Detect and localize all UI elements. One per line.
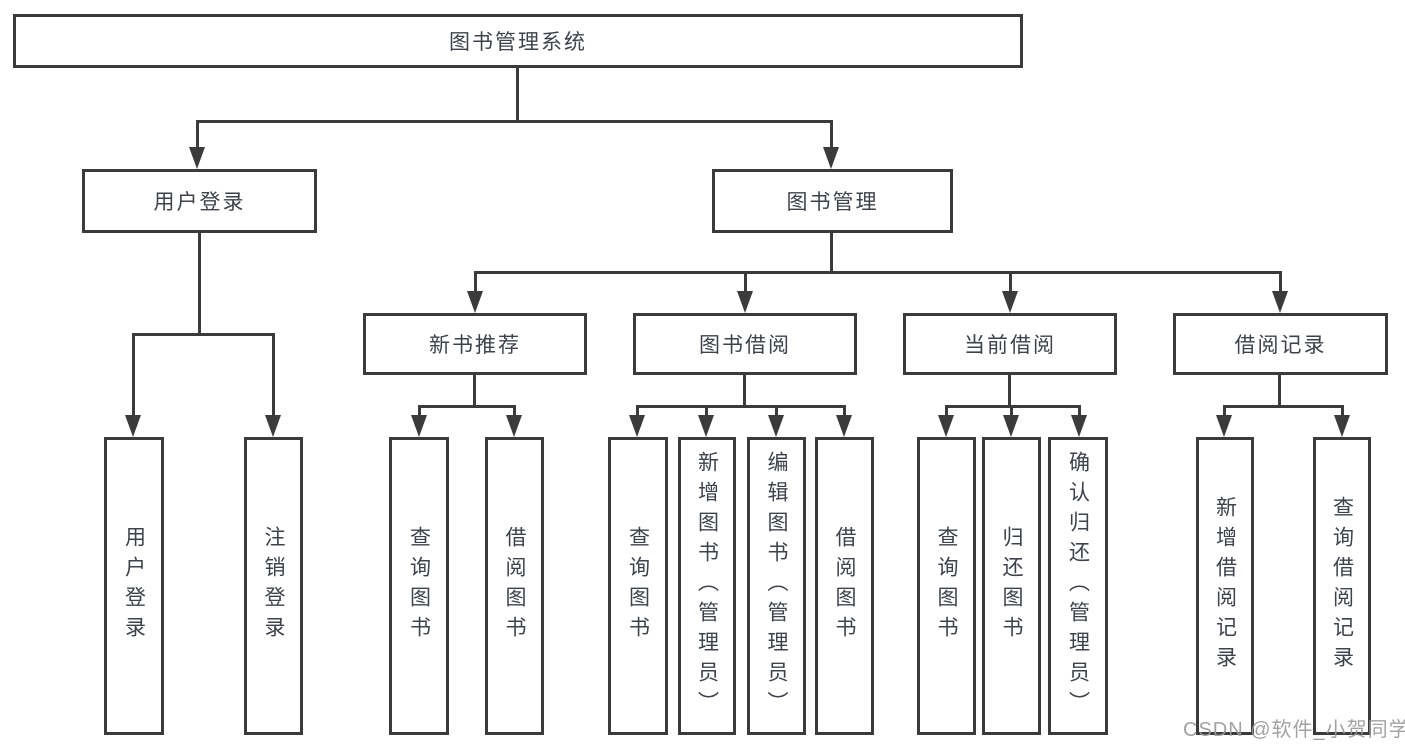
- connector-horizontal-line: [636, 405, 846, 408]
- leaf-borrow-books-2: 借阅图书: [815, 437, 874, 735]
- node-book-management: 图书管理: [712, 169, 953, 233]
- arrow-down-icon: [1272, 291, 1288, 313]
- arrow-down-icon: [1003, 415, 1019, 437]
- node-label: 用户登录: [122, 526, 146, 646]
- connector-horizontal-line: [945, 405, 1081, 408]
- arrow-down-icon: [411, 415, 427, 437]
- leaf-add-books-admin: 新增图书（管理员）: [678, 437, 736, 735]
- connector-vertical-line: [1008, 374, 1011, 408]
- leaf-query-books-3: 查询图书: [917, 437, 976, 735]
- connector-arrow-shaft: [1010, 405, 1013, 417]
- connector-arrow-shaft: [1009, 271, 1012, 293]
- node-current-borrow: 当前借阅: [903, 313, 1117, 375]
- connector-arrow-shaft: [513, 405, 516, 417]
- leaf-add-borrow-record: 新增借阅记录: [1196, 437, 1254, 735]
- arrow-down-icon: [1071, 415, 1087, 437]
- node-label: 新增借阅记录: [1213, 496, 1237, 676]
- node-label: 借阅图书: [833, 526, 856, 646]
- connector-arrow-shaft: [196, 120, 199, 149]
- node-label: 编辑图书（管理员）: [765, 451, 788, 721]
- node-label: 查询借阅记录: [1330, 496, 1354, 676]
- node-label: 归还图书: [1000, 526, 1023, 646]
- connector-vertical-line: [516, 68, 519, 122]
- node-label: 用户登录: [153, 191, 246, 214]
- connector-arrow-shaft: [705, 405, 708, 417]
- connector-vertical-line: [743, 374, 746, 408]
- arrow-down-icon: [265, 415, 281, 437]
- arrow-down-icon: [938, 415, 954, 437]
- node-label: 确认归还（管理员）: [1066, 451, 1090, 721]
- arrow-down-icon: [836, 415, 852, 437]
- node-label: 查询图书: [626, 526, 650, 646]
- connector-vertical-line: [473, 374, 476, 408]
- connector-vertical-line: [830, 233, 833, 274]
- node-label: 借阅记录: [1234, 334, 1327, 357]
- leaf-confirm-return-admin: 确认归还（管理员）: [1048, 437, 1108, 735]
- leaf-query-books-1: 查询图书: [389, 437, 449, 735]
- node-label: 图书借阅: [699, 334, 791, 357]
- arrow-down-icon: [467, 291, 483, 313]
- node-library-management-system: 图书管理系统: [13, 14, 1023, 68]
- connector-horizontal-line: [1223, 405, 1343, 408]
- connector-horizontal-line: [418, 405, 516, 408]
- leaf-logout: 注销登录: [244, 437, 303, 735]
- node-label: 当前借阅: [964, 334, 1056, 357]
- connector-arrow-shaft: [843, 405, 846, 417]
- node-label: 查询图书: [407, 526, 431, 646]
- arrow-down-icon: [125, 415, 141, 437]
- leaf-query-borrow-record: 查询借阅记录: [1313, 437, 1371, 735]
- arrow-down-icon: [1216, 415, 1232, 437]
- node-label: 新增图书（管理员）: [695, 451, 719, 721]
- connector-vertical-line: [198, 233, 201, 336]
- connector-arrow-shaft: [1223, 405, 1226, 417]
- arrow-down-icon: [506, 415, 522, 437]
- connector-arrow-shaft: [1341, 405, 1344, 417]
- arrow-down-icon: [1334, 415, 1350, 437]
- connector-vertical-line: [1278, 374, 1281, 408]
- arrow-down-icon: [189, 147, 205, 169]
- node-borrow-records: 借阅记录: [1173, 313, 1388, 375]
- leaf-return-books: 归还图书: [982, 437, 1041, 735]
- arrow-down-icon: [698, 415, 714, 437]
- arrow-down-icon: [823, 147, 839, 169]
- arrow-down-icon: [629, 415, 645, 437]
- connector-arrow-shaft: [474, 271, 477, 293]
- connector-arrow-shaft: [830, 120, 833, 149]
- node-label: 借阅图书: [503, 526, 526, 646]
- leaf-query-books-2: 查询图书: [608, 437, 668, 735]
- node-label: 查询图书: [935, 526, 958, 646]
- leaf-borrow-books-1: 借阅图书: [485, 437, 544, 735]
- connector-arrow-shaft: [775, 405, 778, 417]
- connector-arrow-shaft: [272, 333, 275, 417]
- node-label: 注销登录: [262, 526, 285, 646]
- connector-horizontal-line: [474, 271, 1282, 274]
- node-label: 图书管理: [786, 191, 879, 214]
- connector-arrow-shaft: [744, 271, 747, 293]
- connector-arrow-shaft: [636, 405, 639, 417]
- leaf-user-login: 用户登录: [104, 437, 164, 735]
- arrow-down-icon: [737, 291, 753, 313]
- node-book-borrow: 图书借阅: [633, 313, 857, 375]
- node-label: 图书管理系统: [449, 31, 587, 54]
- connector-arrow-shaft: [1078, 405, 1081, 417]
- connector-arrow-shaft: [132, 333, 135, 417]
- connector-horizontal-line: [196, 120, 833, 123]
- connector-arrow-shaft: [945, 405, 948, 417]
- node-label: 新书推荐: [429, 334, 521, 357]
- connector-horizontal-line: [132, 333, 275, 336]
- node-new-book-recommend: 新书推荐: [363, 313, 587, 375]
- node-user-login: 用户登录: [82, 169, 317, 233]
- csdn-watermark: CSDN @软件_小贺同学: [1183, 719, 1405, 741]
- connector-arrow-shaft: [1279, 271, 1282, 293]
- arrow-down-icon: [1002, 291, 1018, 313]
- leaf-edit-books-admin: 编辑图书（管理员）: [747, 437, 806, 735]
- arrow-down-icon: [768, 415, 784, 437]
- connector-arrow-shaft: [418, 405, 421, 417]
